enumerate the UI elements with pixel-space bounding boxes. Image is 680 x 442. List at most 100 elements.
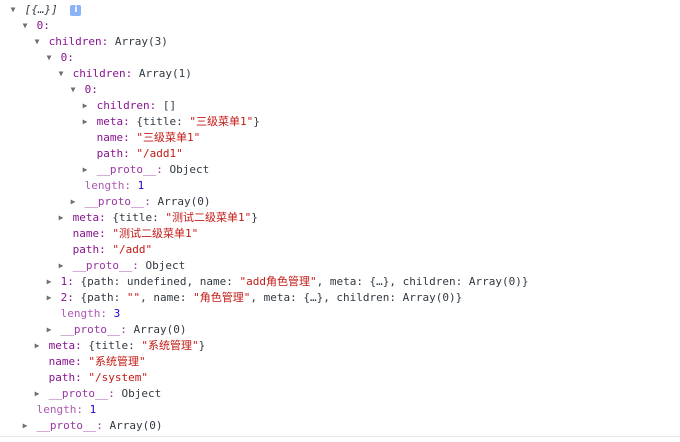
- tree-row-length: ▶ length: 1: [68, 178, 145, 194]
- collapsed-triangle-icon[interactable]: ▶: [34, 341, 40, 350]
- tree-row-meta[interactable]: ▶ meta: {title: "系统管理"}: [32, 338, 206, 354]
- tree-row-index-2[interactable]: ▶ 2: {path: "", name: "角色管理", meta: {…},…: [44, 290, 463, 306]
- expanded-triangle-icon[interactable]: ▼: [34, 37, 40, 46]
- object-preview-prefix: {path:: [80, 291, 127, 304]
- tree-row-meta[interactable]: ▶ meta: {title: "测试二级菜单1"}: [56, 210, 258, 226]
- property-key: __proto__:: [36, 419, 103, 432]
- collapsed-triangle-icon[interactable]: ▶: [82, 165, 88, 174]
- property-value: Array(0): [109, 419, 163, 432]
- property-key: 2:: [60, 291, 74, 304]
- property-key: __proto__:: [84, 195, 151, 208]
- property-key: children:: [72, 67, 133, 80]
- property-key: length:: [60, 307, 107, 320]
- tree-row-path: ▶ path: "/add": [56, 242, 153, 258]
- tree-row-path: ▶ path: "/add1": [80, 146, 183, 162]
- tree-row-index-0[interactable]: ▼ 0:: [44, 50, 74, 66]
- expanded-triangle-icon[interactable]: ▼: [46, 53, 52, 62]
- tree-row-index-0[interactable]: ▼ 0:: [20, 18, 50, 34]
- info-icon[interactable]: i: [70, 4, 82, 16]
- object-preview-prefix: {title:: [136, 115, 190, 128]
- tree-row-children[interactable]: ▶ children: []: [80, 98, 177, 114]
- tree-row-length: ▶ length: 1: [20, 402, 97, 418]
- property-key: name:: [96, 131, 130, 144]
- tree-row-length: ▶ length: 3: [44, 306, 121, 322]
- tree-row-proto[interactable]: ▶ __proto__: Array(0): [20, 418, 163, 434]
- property-key: path:: [48, 371, 82, 384]
- property-key: 1:: [60, 275, 74, 288]
- property-key: children:: [96, 99, 157, 112]
- expanded-triangle-icon[interactable]: ▼: [22, 21, 28, 30]
- tree-row-proto[interactable]: ▶ __proto__: Object: [56, 258, 186, 274]
- property-key: children:: [48, 35, 109, 48]
- property-key: path:: [72, 243, 106, 256]
- tree-row-proto[interactable]: ▶ __proto__: Array(0): [68, 194, 211, 210]
- string-value: "测试二级菜单1": [112, 227, 199, 240]
- property-key: __proto__:: [60, 323, 127, 336]
- number-value: 3: [113, 307, 121, 320]
- string-value: "三级菜单1": [136, 131, 201, 144]
- string-value: "add角色管理": [239, 275, 317, 288]
- collapsed-triangle-icon[interactable]: ▶: [82, 117, 88, 126]
- object-preview-suffix: }: [251, 211, 258, 224]
- tree-row-children[interactable]: ▼ children: Array(1): [56, 66, 192, 82]
- collapsed-triangle-icon[interactable]: ▶: [82, 101, 88, 110]
- tree-row-index-0[interactable]: ▼ 0:: [68, 82, 98, 98]
- property-key: 0:: [36, 19, 50, 32]
- property-key: __proto__:: [72, 259, 139, 272]
- string-value: "角色管理": [193, 291, 251, 304]
- number-value: 1: [137, 179, 145, 192]
- string-value: "测试二级菜单1": [165, 211, 252, 224]
- expanded-triangle-icon[interactable]: ▼: [58, 69, 64, 78]
- string-value: "": [126, 291, 141, 304]
- collapsed-triangle-icon[interactable]: ▶: [22, 421, 28, 430]
- tree-row-proto[interactable]: ▶ __proto__: Array(0): [44, 322, 187, 338]
- property-value: Array(0): [133, 323, 187, 336]
- property-value: Object: [145, 259, 186, 272]
- collapsed-triangle-icon[interactable]: ▶: [70, 197, 76, 206]
- object-preview-suffix: , meta: {…}, children: Array(0)}: [250, 291, 463, 304]
- string-value: "系统管理": [141, 339, 199, 352]
- property-value: Array(3): [114, 35, 168, 48]
- object-preview-suffix: , meta: {…}, children: Array(0)}: [316, 275, 529, 288]
- collapsed-triangle-icon[interactable]: ▶: [46, 325, 52, 334]
- array-summary: [{…}]: [24, 3, 58, 16]
- property-key: meta:: [48, 339, 82, 352]
- tree-row-children[interactable]: ▼ children: Array(3): [32, 34, 168, 50]
- property-key: meta:: [96, 115, 130, 128]
- tree-row-index-1[interactable]: ▶ 1: {path: undefined, name: "add角色管理", …: [44, 274, 529, 290]
- property-value: Object: [121, 387, 162, 400]
- property-key: path:: [96, 147, 130, 160]
- tree-row-proto[interactable]: ▶ __proto__: Object: [80, 162, 210, 178]
- property-value: Array(0): [157, 195, 211, 208]
- object-preview-prefix: {title:: [88, 339, 142, 352]
- property-key: __proto__:: [48, 387, 115, 400]
- collapsed-triangle-icon[interactable]: ▶: [34, 389, 40, 398]
- number-value: 1: [89, 403, 97, 416]
- expanded-triangle-icon[interactable]: ▼: [70, 85, 76, 94]
- object-preview-suffix: }: [198, 339, 206, 352]
- property-key: length:: [36, 403, 83, 416]
- string-value: "/add": [112, 243, 153, 256]
- collapsed-triangle-icon[interactable]: ▶: [46, 293, 52, 302]
- string-value: "系统管理": [88, 355, 146, 368]
- tree-row-name: ▶ name: "系统管理": [32, 354, 146, 370]
- expanded-triangle-icon[interactable]: ▼: [10, 5, 16, 14]
- property-key: name:: [72, 227, 106, 240]
- object-preview-middle: , name:: [140, 291, 194, 304]
- tree-row-meta[interactable]: ▶ meta: {title: "三级菜单1"}: [80, 114, 260, 130]
- array-summary-row[interactable]: ▼ [{…}] i: [8, 2, 82, 18]
- string-value: "/add1": [136, 147, 183, 160]
- property-value: Array(1): [138, 67, 192, 80]
- property-key: 0:: [60, 51, 74, 64]
- tree-row-name: ▶ name: "三级菜单1": [80, 130, 201, 146]
- tree-row-proto[interactable]: ▶ __proto__: Object: [32, 386, 162, 402]
- object-preview-suffix: }: [253, 115, 260, 128]
- tree-row-path: ▶ path: "/system": [32, 370, 148, 386]
- collapsed-triangle-icon[interactable]: ▶: [46, 277, 52, 286]
- collapsed-triangle-icon[interactable]: ▶: [58, 213, 64, 222]
- property-key: 0:: [84, 83, 98, 96]
- console-divider: [0, 436, 680, 437]
- object-preview-prefix: {title:: [112, 211, 166, 224]
- collapsed-triangle-icon[interactable]: ▶: [58, 261, 64, 270]
